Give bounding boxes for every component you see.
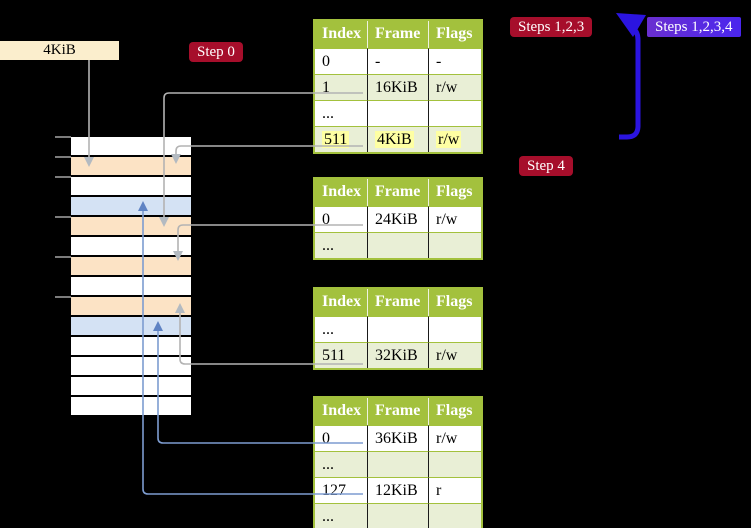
column-header-flags: Flags: [428, 179, 481, 206]
column-header-frame: Frame: [367, 398, 428, 425]
table-cell: [367, 503, 428, 528]
table-cell: r: [428, 477, 481, 503]
physical-memory-map: [71, 137, 191, 415]
column-header-index: Index: [315, 179, 367, 206]
table-cell: ...: [315, 100, 367, 126]
table-cell: 0: [315, 425, 367, 451]
steps-1-2-3-4-badge: Steps 1,2,3,4: [647, 17, 741, 37]
memory-frame-row-peach: [71, 157, 191, 175]
memory-tick: [55, 296, 71, 298]
table-cell: [428, 503, 481, 528]
memory-frame-row-white: [71, 137, 191, 155]
memory-tick: [55, 136, 71, 138]
steps-1-2-3-badge: Steps 1,2,3: [510, 17, 593, 37]
memory-frame-row-white: [71, 237, 191, 255]
table-cell: 32KiB: [367, 342, 428, 368]
table-cell: 36KiB: [367, 425, 428, 451]
table-cell: [367, 316, 428, 342]
step-0-badge: Step 0: [189, 42, 243, 62]
column-header-flags: Flags: [428, 398, 481, 425]
column-header-frame: Frame: [367, 289, 428, 316]
table-cell: ...: [315, 451, 367, 477]
table-cell: 1: [315, 74, 367, 100]
table-cell: -: [367, 48, 428, 74]
memory-frame-row-white: [71, 397, 191, 415]
column-header-flags: Flags: [428, 21, 481, 48]
memory-frame-row-white: [71, 177, 191, 195]
memory-frame-row-blue: [71, 317, 191, 335]
column-header-index: Index: [315, 21, 367, 48]
memory-frame-row-white: [71, 377, 191, 395]
table-cell: [428, 100, 481, 126]
column-header-frame: Frame: [367, 179, 428, 206]
table-cell: ...: [315, 316, 367, 342]
table-cell: 12KiB: [367, 477, 428, 503]
highlighted-value: 4KiB: [375, 131, 414, 148]
memory-tick: [55, 256, 71, 258]
table-cell: [367, 451, 428, 477]
table-cell: 4KiB: [367, 126, 428, 152]
frame-size-label: 4KiB: [0, 41, 119, 60]
table-cell: [428, 451, 481, 477]
table-cell: r/w: [428, 342, 481, 368]
table-cell: r/w: [428, 126, 481, 152]
column-header-index: Index: [315, 398, 367, 425]
column-header-flags: Flags: [428, 289, 481, 316]
table-cell: [367, 100, 428, 126]
table-cell: r/w: [428, 206, 481, 232]
memory-tick: [55, 156, 71, 158]
table-cell: 511: [315, 342, 367, 368]
memory-tick: [55, 176, 71, 178]
column-header-frame: Frame: [367, 21, 428, 48]
memory-frame-row-white: [71, 277, 191, 295]
memory-frame-row-blue: [71, 197, 191, 215]
table-cell: 16KiB: [367, 74, 428, 100]
highlighted-value: r/w: [436, 131, 462, 148]
table-cell: r/w: [428, 74, 481, 100]
table-cell: [428, 232, 481, 258]
table-cell: ...: [315, 503, 367, 528]
table-cell: 127: [315, 477, 367, 503]
table-cell: ...: [315, 232, 367, 258]
table-cell: 0: [315, 206, 367, 232]
table-cell: 511: [315, 126, 367, 152]
memory-frame-row-peach: [71, 217, 191, 235]
table-cell: [428, 316, 481, 342]
table-cell: 0: [315, 48, 367, 74]
loop-back-arrow: [616, 13, 646, 140]
table-cell: r/w: [428, 425, 481, 451]
table-cell: 24KiB: [367, 206, 428, 232]
memory-frame-row-peach: [71, 257, 191, 275]
memory-tick: [55, 216, 71, 218]
table-cell: [367, 232, 428, 258]
step-4-badge: Step 4: [519, 156, 573, 176]
memory-frame-row-white: [71, 337, 191, 355]
column-header-index: Index: [315, 289, 367, 316]
memory-frame-row-white: [71, 357, 191, 375]
highlighted-value: 511: [322, 131, 350, 148]
table-cell: -: [428, 48, 481, 74]
memory-frame-row-peach: [71, 297, 191, 315]
